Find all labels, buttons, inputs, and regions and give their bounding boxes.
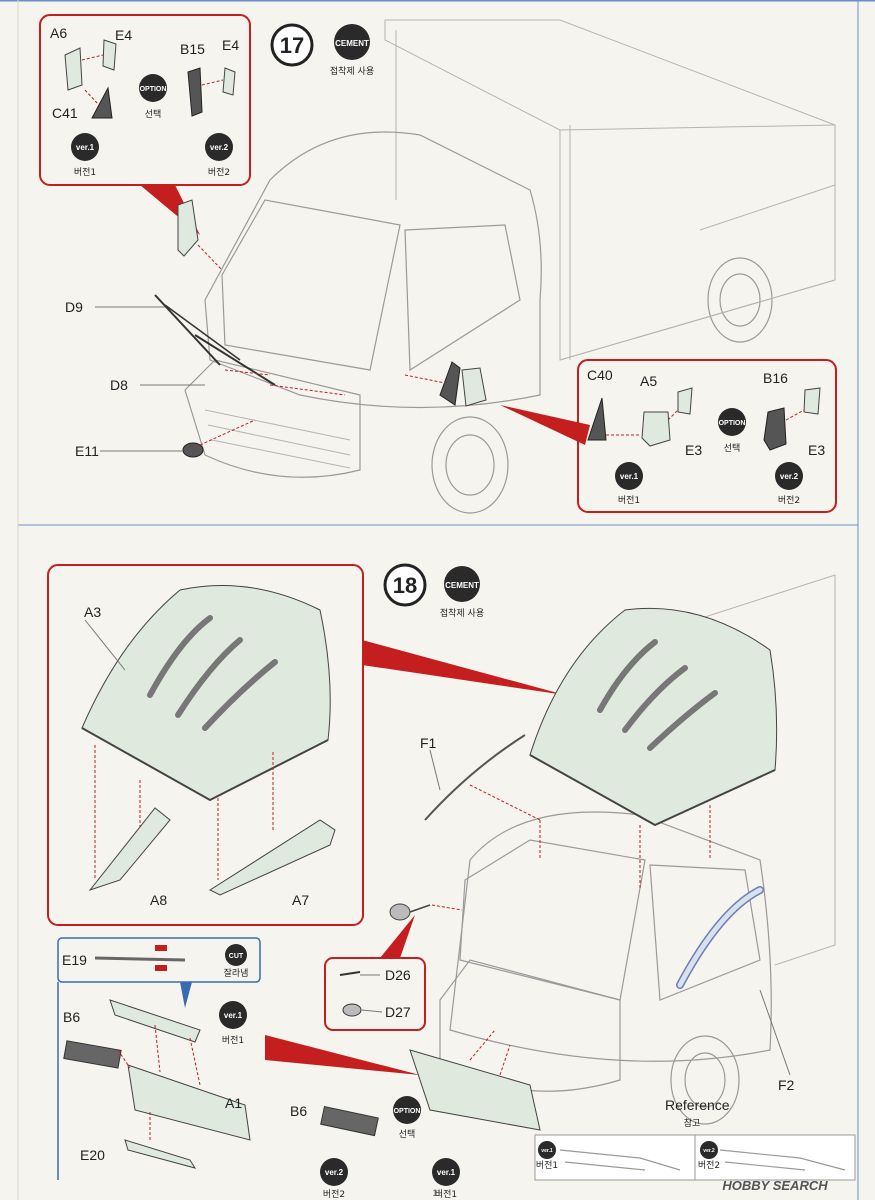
ver1-icon-grille: ver.1 bbox=[219, 1001, 247, 1029]
option-icon-bottom: OPTION bbox=[393, 1096, 421, 1124]
step-18-number: 18 bbox=[393, 573, 417, 598]
label-f1: F1 bbox=[420, 735, 437, 751]
ver1-note: 버전1 bbox=[74, 167, 96, 178]
step-17: 17 CEMENT 접착제 사용 bbox=[39, 14, 837, 514]
ver1-icon-top: ver.1 bbox=[71, 133, 99, 161]
cement-note: 접착제 사용 bbox=[330, 65, 374, 77]
ver2-note: 버전2 bbox=[323, 1189, 345, 1200]
label-a3: A3 bbox=[84, 604, 101, 620]
ver1-badge-label: ver.1 bbox=[76, 143, 95, 152]
option-badge-label: OPTION bbox=[394, 1108, 421, 1115]
cement-icon: CEMENT bbox=[444, 566, 480, 602]
callout-mirrors-right: C40 A5 B16 E3 E3 OPTION 선택 ver.1 버전1 ver… bbox=[500, 359, 837, 513]
option-note: 선택 bbox=[145, 109, 162, 120]
label-a5: A5 bbox=[640, 373, 657, 389]
ver2-icon-inset: ver.2 bbox=[700, 1141, 718, 1159]
callout-mirror-d26: D26 D27 bbox=[324, 915, 426, 1031]
label-a6: A6 bbox=[50, 25, 67, 41]
ver2-note: 버전2 bbox=[208, 167, 230, 178]
step-17-number: 17 bbox=[280, 33, 304, 58]
option-badge-label: OPTION bbox=[140, 86, 167, 93]
ver2-badge-label: ver.2 bbox=[780, 472, 799, 481]
label-d26: D26 bbox=[385, 967, 411, 983]
ver1-note: 버전1 bbox=[222, 1035, 244, 1046]
option-badge-label: OPTION bbox=[719, 420, 746, 427]
label-e4-b: E4 bbox=[222, 37, 239, 53]
option-note: 선택 bbox=[399, 1129, 416, 1140]
ver1-note: 버전1 bbox=[435, 1189, 457, 1200]
ver1-note: 버전1 bbox=[618, 495, 640, 506]
bottom-option-row: B6 OPTION 선택 ver.2 버전2 ver.1 버전1 bbox=[290, 1096, 460, 1200]
cement-icon: CEMENT bbox=[334, 24, 370, 60]
cement-note: 접착제 사용 bbox=[440, 607, 484, 619]
label-b6: B6 bbox=[63, 1009, 80, 1025]
callout-roof: A3 A8 A7 bbox=[47, 564, 565, 926]
label-e19: E19 bbox=[62, 952, 87, 968]
ver1-badge-label: ver.1 bbox=[541, 1148, 553, 1154]
label-d27: D27 bbox=[385, 1004, 411, 1020]
label-e4-a: E4 bbox=[115, 27, 132, 43]
option-icon-right: OPTION bbox=[718, 408, 746, 436]
label-b15: B15 bbox=[180, 41, 205, 57]
ver2-icon-bottom: ver.2 bbox=[320, 1158, 348, 1186]
cement-badge-label: CEMENT bbox=[335, 39, 369, 48]
label-a1: A1 bbox=[225, 1095, 242, 1111]
watermark-text: HOBBY SEARCH bbox=[722, 1178, 828, 1193]
callout-grille: E19 CUT 잘라냄 B6 A1 E20 v bbox=[57, 937, 420, 1180]
reference-note: 참고 bbox=[684, 1118, 701, 1129]
label-c41: C41 bbox=[52, 105, 78, 121]
reference-label: Reference bbox=[665, 1097, 730, 1113]
step-18: 18 CEMENT 접착제 사용 A3 A8 A7 bbox=[47, 563, 856, 1200]
wiper-parts: D9 D8 bbox=[65, 294, 346, 396]
ver1-badge-label: ver.1 bbox=[224, 1011, 243, 1020]
label-e3-b: E3 bbox=[808, 442, 825, 458]
emblem-part: E11 bbox=[75, 419, 256, 459]
truck-drawing-18: F1 F2 Reference 참고 bbox=[389, 574, 836, 1131]
label-d9: D9 bbox=[65, 299, 83, 315]
label-e20: E20 bbox=[80, 1147, 105, 1163]
option-note: 선택 bbox=[724, 443, 741, 454]
label-f2: F2 bbox=[778, 1077, 795, 1093]
label-b16: B16 bbox=[763, 370, 788, 386]
cement-badge-label: CEMENT bbox=[445, 581, 479, 590]
ver2-badge-label: ver.2 bbox=[325, 1168, 344, 1177]
ver2-note: 버전2 bbox=[698, 1160, 720, 1171]
ver1-icon-bottom: ver.1 bbox=[432, 1158, 460, 1186]
option-icon-top: OPTION bbox=[139, 74, 167, 102]
page-number: 11 bbox=[432, 1188, 441, 1198]
ver2-icon-right: ver.2 bbox=[775, 462, 803, 490]
ver1-icon-right: ver.1 bbox=[615, 462, 643, 490]
ver1-note: 버전1 bbox=[536, 1160, 558, 1171]
step-17-badge: 17 bbox=[270, 23, 314, 67]
label-e11: E11 bbox=[75, 443, 99, 459]
ver1-badge-label: ver.1 bbox=[437, 1168, 456, 1177]
ver2-icon-top: ver.2 bbox=[205, 133, 233, 161]
label-e3-a: E3 bbox=[685, 442, 702, 458]
step-18-badge: 18 bbox=[383, 563, 427, 607]
cut-icon: CUT bbox=[225, 944, 247, 966]
ver1-icon-inset: ver.1 bbox=[538, 1141, 556, 1159]
cut-badge-label: CUT bbox=[229, 953, 244, 960]
reference-inset: ver.1 버전1 ver.2 버전2 bbox=[534, 1134, 856, 1181]
label-a8: A8 bbox=[150, 892, 167, 908]
ver2-note: 버전2 bbox=[778, 495, 800, 506]
label-b6-bottom: B6 bbox=[290, 1103, 307, 1119]
truck-drawing-17 bbox=[184, 19, 836, 514]
ver1-badge-label: ver.1 bbox=[620, 472, 639, 481]
ver2-badge-label: ver.2 bbox=[703, 1148, 715, 1154]
callout-mirrors-left: A6 E4 B15 E4 C41 OPTION 선택 ver.1 버전1 ver… bbox=[39, 14, 251, 235]
label-d8: D8 bbox=[110, 377, 128, 393]
label-a7: A7 bbox=[292, 892, 309, 908]
ver2-badge-label: ver.2 bbox=[210, 143, 229, 152]
label-c40: C40 bbox=[587, 367, 613, 383]
cut-note: 잘라냄 bbox=[224, 967, 249, 979]
